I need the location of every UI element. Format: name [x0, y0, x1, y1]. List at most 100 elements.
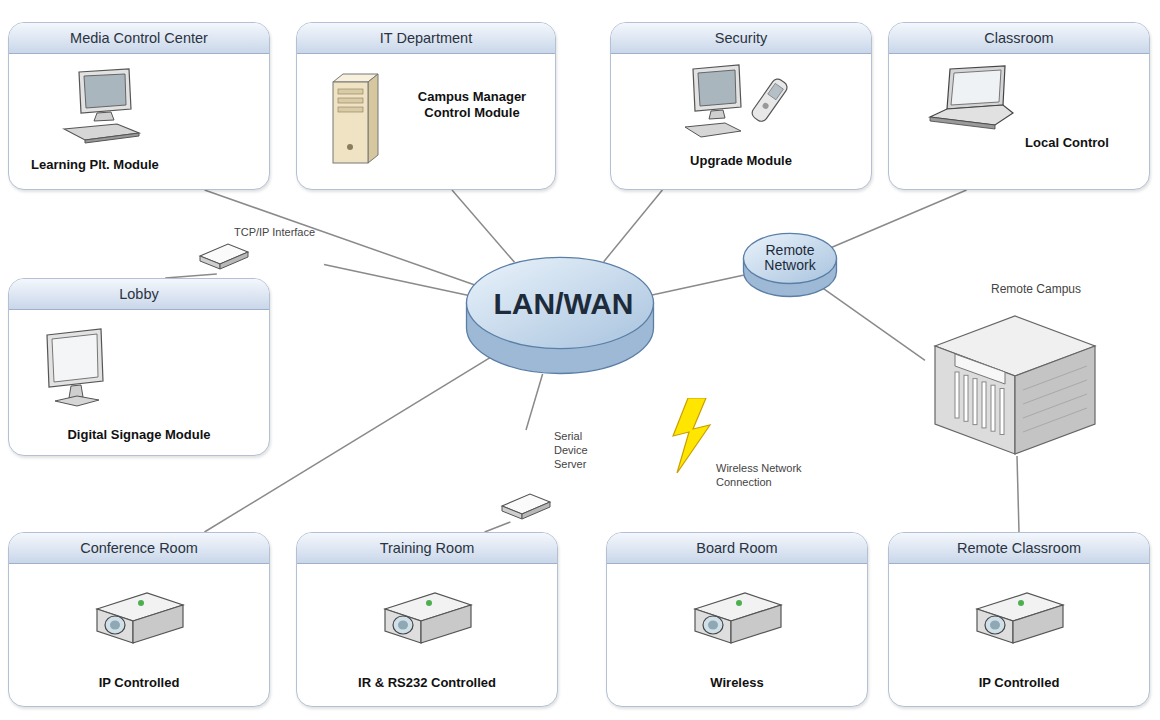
wireless-bolt — [668, 398, 713, 473]
icon-part — [1015, 346, 1095, 454]
network-link — [452, 190, 515, 262]
network-cloud: LAN/WAN — [465, 255, 655, 375]
room-box: Remote Classroom IP Controlled — [888, 532, 1150, 707]
module-label: Campus Manager Control Module — [397, 89, 547, 122]
network-link — [485, 522, 511, 532]
room-title: Remote Classroom — [957, 540, 1081, 556]
network-cloud: Remote Network — [742, 232, 838, 298]
wireless-label: Wireless Network Connection — [716, 462, 836, 490]
icon-part — [522, 502, 550, 519]
room-header: Remote Classroom — [889, 533, 1149, 564]
icon-part — [935, 346, 1015, 454]
network-link — [650, 275, 744, 296]
device-label: Serial Device Server — [554, 430, 600, 471]
icon-part — [385, 609, 421, 643]
icon-part — [105, 616, 125, 634]
icon-part — [947, 66, 1005, 109]
room-box: ClassroomLocal Control — [888, 22, 1150, 190]
icon-part — [698, 70, 736, 106]
icon-part — [1018, 600, 1024, 606]
icon-part — [744, 233, 837, 283]
network-link — [324, 264, 470, 295]
icon-part — [955, 372, 959, 418]
icon-part — [973, 379, 977, 425]
icon-part — [955, 366, 1087, 435]
network-link — [831, 190, 967, 248]
module-label: IR & RS232 Controlled — [313, 675, 541, 691]
icon-part — [703, 616, 723, 634]
icon-part — [338, 107, 363, 112]
room-title: Conference Room — [80, 540, 198, 556]
icon-part — [964, 375, 968, 421]
icon-part — [761, 102, 769, 110]
icon-part — [695, 609, 731, 643]
icon-part — [1023, 380, 1087, 404]
icon-part — [85, 133, 139, 143]
projector-icon — [687, 577, 787, 657]
icon-part — [990, 621, 1000, 630]
room-box: Training Room IR & RS232 Controlled — [296, 532, 558, 707]
room-header: IT Department — [297, 23, 555, 54]
network-link — [205, 190, 478, 286]
icon-part — [94, 112, 114, 121]
icon-part — [709, 110, 725, 119]
room-title: IT Department — [380, 30, 472, 46]
room-header: Training Room — [297, 533, 557, 564]
room-box: SecurityUpgrade Module — [610, 22, 872, 190]
icon-part — [685, 123, 741, 137]
monitor-icon — [37, 327, 117, 412]
remote-campus: Remote Campus — [925, 282, 1109, 456]
room-header: Lobby — [9, 279, 269, 310]
network-link — [1017, 456, 1019, 532]
module-label: Upgrade Module — [641, 153, 841, 169]
icon-part — [79, 69, 131, 113]
icon-part — [421, 605, 471, 643]
icon-part — [200, 256, 220, 269]
room-title: Media Control Center — [70, 30, 208, 46]
module-label: Wireless — [623, 675, 851, 691]
interface-device: Serial Device Server — [500, 430, 604, 522]
room-header: Conference Room — [9, 533, 269, 564]
icon-part — [982, 382, 986, 428]
room-header: Security — [611, 23, 871, 54]
module-label: IP Controlled — [25, 675, 253, 691]
icon-part — [426, 600, 432, 606]
icon-part — [502, 506, 522, 519]
icon-part — [750, 77, 789, 124]
device-label: Remote Campus — [991, 282, 1105, 297]
projector-icon — [377, 577, 477, 657]
icon-part — [768, 83, 784, 99]
room-title: Board Room — [696, 540, 777, 556]
module-label: IP Controlled — [905, 675, 1133, 691]
icon-part — [731, 605, 781, 643]
device-icon — [198, 242, 250, 272]
icon-part — [338, 98, 363, 103]
room-header: Media Control Center — [9, 23, 269, 54]
cylinder-label-area: Remote Network — [742, 232, 838, 285]
icon-part — [333, 82, 368, 163]
device-icon — [500, 492, 552, 522]
server-icon — [323, 67, 383, 167]
module-label: Digital Signage Module — [21, 427, 257, 443]
icon-part — [930, 117, 995, 129]
icon-part — [220, 252, 248, 269]
icon-part — [991, 385, 995, 431]
device-label: TCP/IP Interface — [234, 226, 320, 240]
room-box: Conference Room IP Controlled — [8, 532, 270, 707]
icon-part — [133, 605, 183, 643]
network-link — [604, 190, 663, 262]
icon-part — [736, 600, 742, 606]
room-title: Classroom — [984, 30, 1053, 46]
icon-part — [985, 616, 1005, 634]
network-label: Remote Network — [756, 243, 823, 274]
room-header: Board Room — [607, 533, 867, 564]
room-title: Lobby — [119, 286, 159, 302]
room-title: Security — [715, 30, 767, 46]
room-box: IT DepartmentCampus Manager Control Modu… — [296, 22, 556, 190]
network-link — [824, 289, 926, 361]
icon-part — [47, 329, 103, 387]
icon-part — [52, 334, 98, 382]
module-label: Learning Plt. Module — [31, 157, 251, 173]
icon-part — [110, 621, 120, 630]
